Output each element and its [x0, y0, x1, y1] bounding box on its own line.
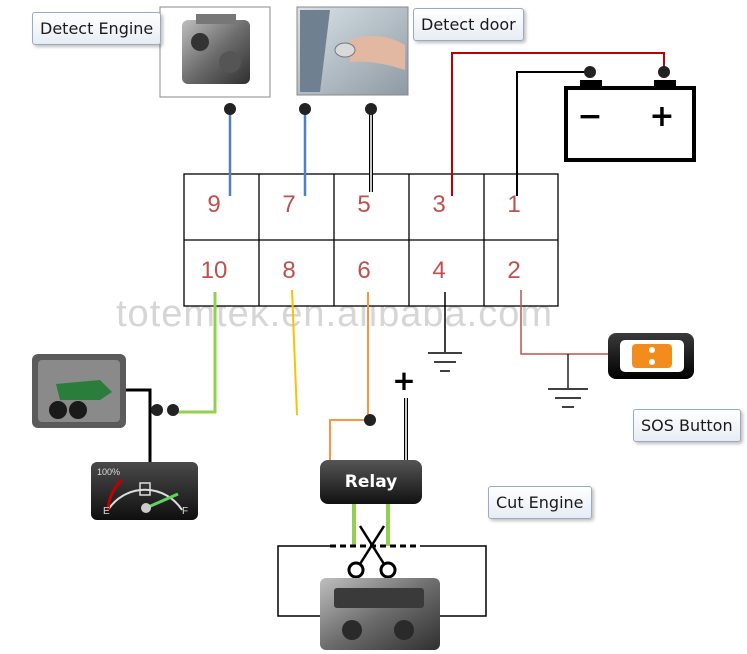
- fuel-gauge-percent: 100%: [97, 467, 120, 477]
- connector-top-row: 9 7 5 3 1: [207, 191, 520, 218]
- pin-label-8: 8: [282, 257, 295, 284]
- scissors-icon: [347, 525, 397, 579]
- pin-label-10: 10: [201, 257, 228, 284]
- ground-symbol-pin4: [428, 352, 462, 372]
- pin-label-3: 3: [432, 191, 445, 218]
- relay-plus-sign: +: [392, 364, 415, 397]
- connector-block: [183, 173, 559, 307]
- fuel-gauge-empty-label: E: [103, 506, 110, 517]
- detect-door-label: Detect door: [413, 8, 524, 41]
- engine-photo: [159, 6, 271, 98]
- wire-engine-loop: [277, 544, 487, 617]
- wire-fuel-gauge: [126, 388, 152, 470]
- fuel-gauge: 100% E F: [91, 462, 198, 520]
- detect-engine-label: Detect Engine: [32, 12, 162, 45]
- relay-label: Relay: [345, 472, 397, 492]
- cut-engine-label: Cut Engine: [488, 486, 592, 519]
- wire-pin3-battery-plus: [451, 52, 665, 196]
- wire-relay-cut: [352, 502, 390, 546]
- wire-pin1-battery-minus: [516, 71, 590, 196]
- relay-box: Relay: [320, 460, 422, 504]
- wire-pin6-relay: [329, 292, 370, 462]
- fuel-gauge-full-label: F: [182, 506, 188, 517]
- wire-pin8: [291, 289, 298, 416]
- engine-block-photo: [320, 578, 440, 650]
- pin-label-2: 2: [507, 257, 520, 284]
- door-photo: [296, 6, 409, 96]
- battery-plus-label: +: [649, 99, 674, 134]
- sos-button-label: SOS Button: [633, 409, 741, 442]
- fuel-pump-photo: [32, 354, 126, 428]
- pin-label-1: 1: [507, 191, 520, 218]
- wire-pin10-fuel: [176, 292, 217, 414]
- pin-label-7: 7: [282, 191, 295, 218]
- wire-terminals: [151, 66, 670, 426]
- ground-symbol-sos: [548, 388, 588, 408]
- sos-button-device: [608, 333, 694, 379]
- battery-minus-label: −: [577, 99, 602, 134]
- pin-label-6: 6: [357, 257, 370, 284]
- connector-bottom-row: 10 8 6 4 2: [201, 257, 521, 284]
- pin-label-5: 5: [357, 191, 370, 218]
- battery-icon: − +: [564, 80, 696, 162]
- pin-label-9: 9: [207, 191, 220, 218]
- pin-label-4: 4: [432, 257, 445, 284]
- wire-pin2-sos: [520, 290, 612, 388]
